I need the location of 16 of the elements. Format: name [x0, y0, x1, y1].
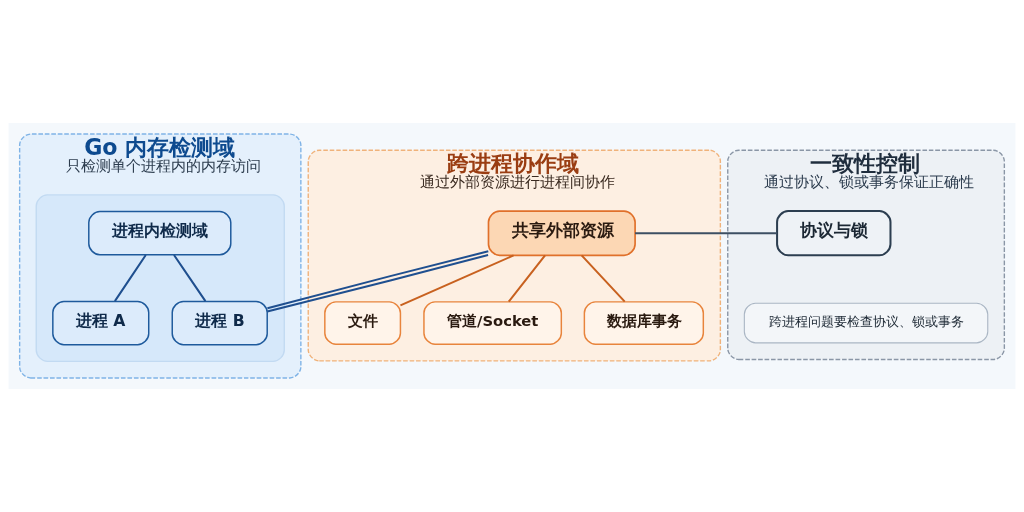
connector	[635, 232, 777, 235]
connector	[507, 254, 546, 303]
connector	[400, 254, 514, 307]
node-box: 进程 B	[171, 300, 268, 346]
node-box: 跨进程问题要检查协议、锁或事务	[743, 302, 989, 344]
node-box: 共享外部资源	[487, 210, 636, 257]
connector	[173, 254, 207, 302]
node-box: 进程内检测域	[88, 210, 232, 256]
cluster	[35, 194, 285, 363]
connector	[114, 254, 147, 302]
node-box: 管道/Socket	[423, 301, 563, 345]
node-box: 协议与锁	[776, 210, 892, 257]
node-box: 文件	[324, 301, 402, 345]
node-box: 数据库事务	[583, 301, 705, 345]
node-box: 进程 A	[52, 300, 150, 346]
connector	[580, 254, 626, 303]
